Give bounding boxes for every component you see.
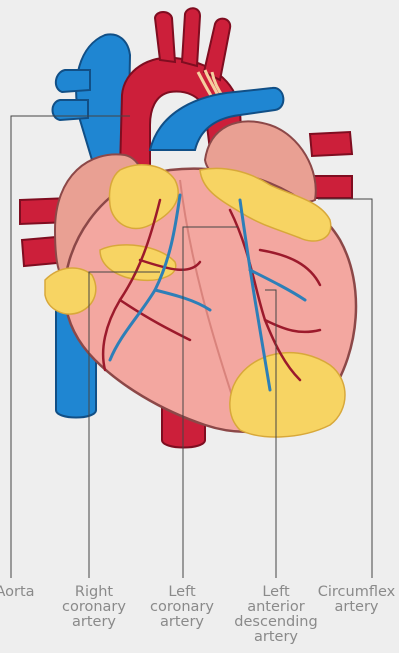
superior-vena-cava bbox=[53, 34, 131, 170]
label-left-anterior-descending-artery: Left anterior descending artery bbox=[226, 585, 326, 645]
label-circumflex-artery: Circumflex artery bbox=[314, 585, 399, 615]
label-left-coronary-artery: Left coronary artery bbox=[142, 585, 222, 630]
label-right-coronary-artery: Right coronary artery bbox=[54, 585, 134, 630]
label-aorta: Aorta bbox=[0, 585, 50, 600]
